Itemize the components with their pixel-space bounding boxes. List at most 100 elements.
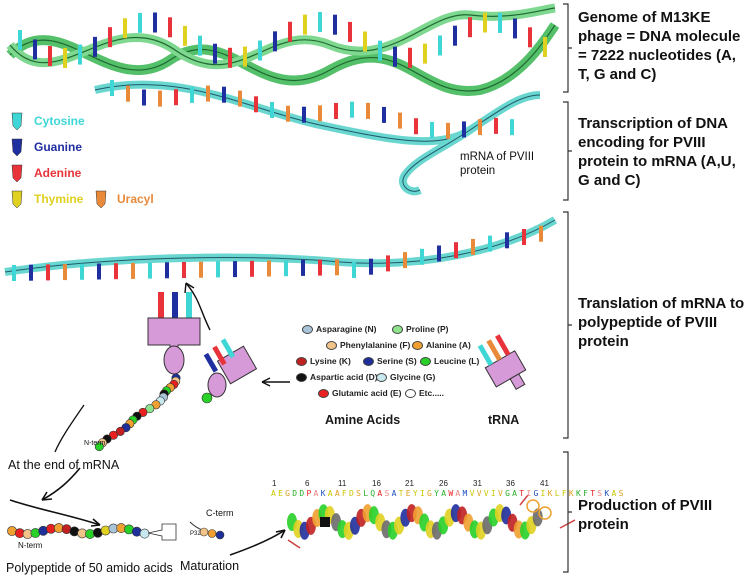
nucleotide xyxy=(403,252,407,269)
nucleotide xyxy=(446,122,450,139)
aa-proline: Proline (P) xyxy=(392,324,449,335)
base-pair xyxy=(543,37,547,58)
amino-acid-bead xyxy=(94,442,104,452)
nucleotide xyxy=(386,255,390,272)
aa-label: Proline (P) xyxy=(406,324,449,334)
nucleotide xyxy=(216,261,220,278)
base-pair xyxy=(33,39,37,60)
residue-letter: K xyxy=(568,489,575,498)
nucleotide xyxy=(182,262,186,278)
cterm-label: C-term xyxy=(206,508,234,518)
end-of-mrna-label: At the end of mRNA xyxy=(8,458,120,472)
seq-num: 36 xyxy=(506,479,515,488)
base-pair xyxy=(78,44,82,65)
aa-dot xyxy=(412,341,423,351)
residue-letter: G xyxy=(505,489,511,498)
nucleotide xyxy=(454,242,458,259)
aa-dot xyxy=(420,357,431,367)
residue-letter: E xyxy=(405,489,411,498)
residue-letter: Y xyxy=(434,489,440,498)
base-pair xyxy=(18,30,22,50)
aa-label: Lysine (K) xyxy=(310,356,351,366)
nucleotide xyxy=(488,235,492,252)
aa-alanine: Alanine (A) xyxy=(412,340,471,351)
nucleotide xyxy=(350,101,354,118)
nucleotide xyxy=(369,258,373,275)
nucleotide xyxy=(254,96,258,113)
aa-label: Glutamic acid (E) xyxy=(332,388,402,398)
aa-glutamic-acid: Glutamic acid (E) xyxy=(318,388,402,399)
aa-aspartic-acid: Aspartic acid (D) xyxy=(296,372,378,383)
legend-cytosine: Cytosine xyxy=(34,114,85,128)
base-pair xyxy=(213,43,217,64)
residue-letter: A xyxy=(441,489,447,498)
aa-label: Etc..... xyxy=(419,388,445,398)
amino-acid-bead xyxy=(115,426,125,436)
nucleotide xyxy=(478,119,482,136)
base-pair xyxy=(453,25,457,46)
aa-label: Phenylalanine (F) xyxy=(340,340,411,350)
nucleotide xyxy=(398,112,402,129)
side-chain-ring xyxy=(526,499,540,513)
residue-letter: K xyxy=(547,489,553,498)
residue-letter: G xyxy=(533,489,539,498)
residue-letter: G xyxy=(427,489,433,498)
base-pair xyxy=(198,35,202,56)
seq-num: 31 xyxy=(473,479,482,488)
nucleotide xyxy=(267,260,271,277)
nucleotide xyxy=(471,238,475,255)
nucleotide xyxy=(382,106,386,123)
nucleotide xyxy=(420,248,424,265)
step-transcription: Transcription of DNA encoding for PVIII … xyxy=(578,115,736,189)
nucleotide xyxy=(414,118,418,135)
base-pair xyxy=(333,14,337,35)
nucleotide-legend-icons xyxy=(11,112,107,209)
residue-letter: P xyxy=(306,489,312,498)
nucleotide xyxy=(46,264,50,281)
nucleotide xyxy=(286,105,290,122)
amino-acids-title: Amine Acids xyxy=(325,413,401,427)
residue-letter: K xyxy=(576,489,582,498)
nucleotide xyxy=(12,265,16,281)
aa-lysine: Lysine (K) xyxy=(296,356,351,367)
base-pair xyxy=(363,31,367,52)
base-pair xyxy=(243,46,247,67)
nucleotide xyxy=(174,89,178,106)
aa-label: Glycine (G) xyxy=(390,372,436,382)
base-pair xyxy=(138,12,142,33)
nucleotide xyxy=(97,263,101,280)
residue-letter: V xyxy=(497,489,504,498)
dna-helix xyxy=(6,3,560,96)
residue-letter: W xyxy=(448,489,454,498)
nucleotide xyxy=(222,86,226,103)
aa-serine: Serine (S) xyxy=(363,356,417,367)
aa-dot xyxy=(296,373,307,383)
trna-icon xyxy=(477,334,527,390)
maturation-label: Maturation xyxy=(180,559,240,573)
nucleotide xyxy=(462,121,466,138)
nucleotide xyxy=(29,264,33,281)
residue-letter: T xyxy=(519,489,525,498)
nucleotide xyxy=(63,264,67,281)
seq-num: 26 xyxy=(439,479,448,488)
nucleotide xyxy=(437,245,441,262)
trna-label: tRNA xyxy=(488,413,520,427)
terminus-marker xyxy=(320,517,330,527)
residue-letter: S xyxy=(618,489,624,498)
nucleotide xyxy=(510,119,514,136)
step-translation: Translation of mRNA to polypeptide of PV… xyxy=(578,295,745,350)
nucleotide xyxy=(539,225,543,242)
base-pair xyxy=(48,46,52,67)
residue-letter: L xyxy=(554,489,560,498)
nucleotide xyxy=(110,80,114,96)
nucleotide xyxy=(318,259,322,276)
aa-dot xyxy=(296,357,307,367)
aa-label: Alanine (A) xyxy=(426,340,471,350)
nucleotide xyxy=(301,259,305,276)
base-pair xyxy=(318,12,322,33)
seq-num: 6 xyxy=(305,479,310,488)
residue-letter: K xyxy=(604,489,610,498)
chain-bracket xyxy=(147,523,177,541)
seq-num: 11 xyxy=(338,479,347,488)
residue-letter: M xyxy=(462,489,468,498)
